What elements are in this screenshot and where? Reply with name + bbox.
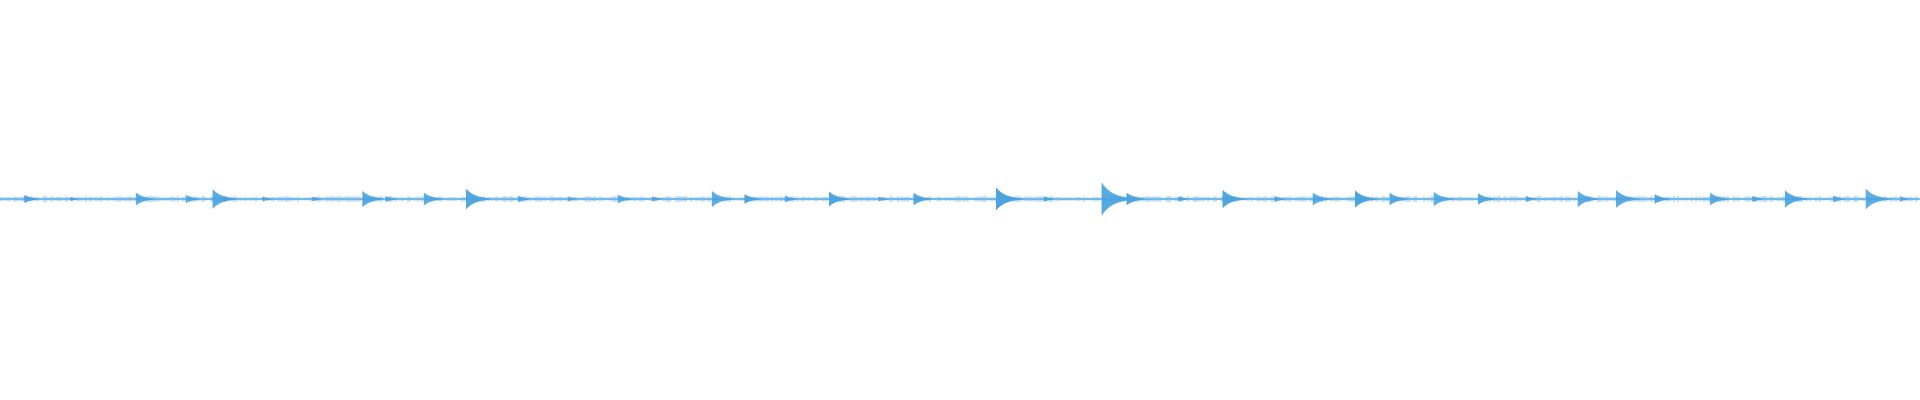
- waveform-layer: [0, 183, 1920, 215]
